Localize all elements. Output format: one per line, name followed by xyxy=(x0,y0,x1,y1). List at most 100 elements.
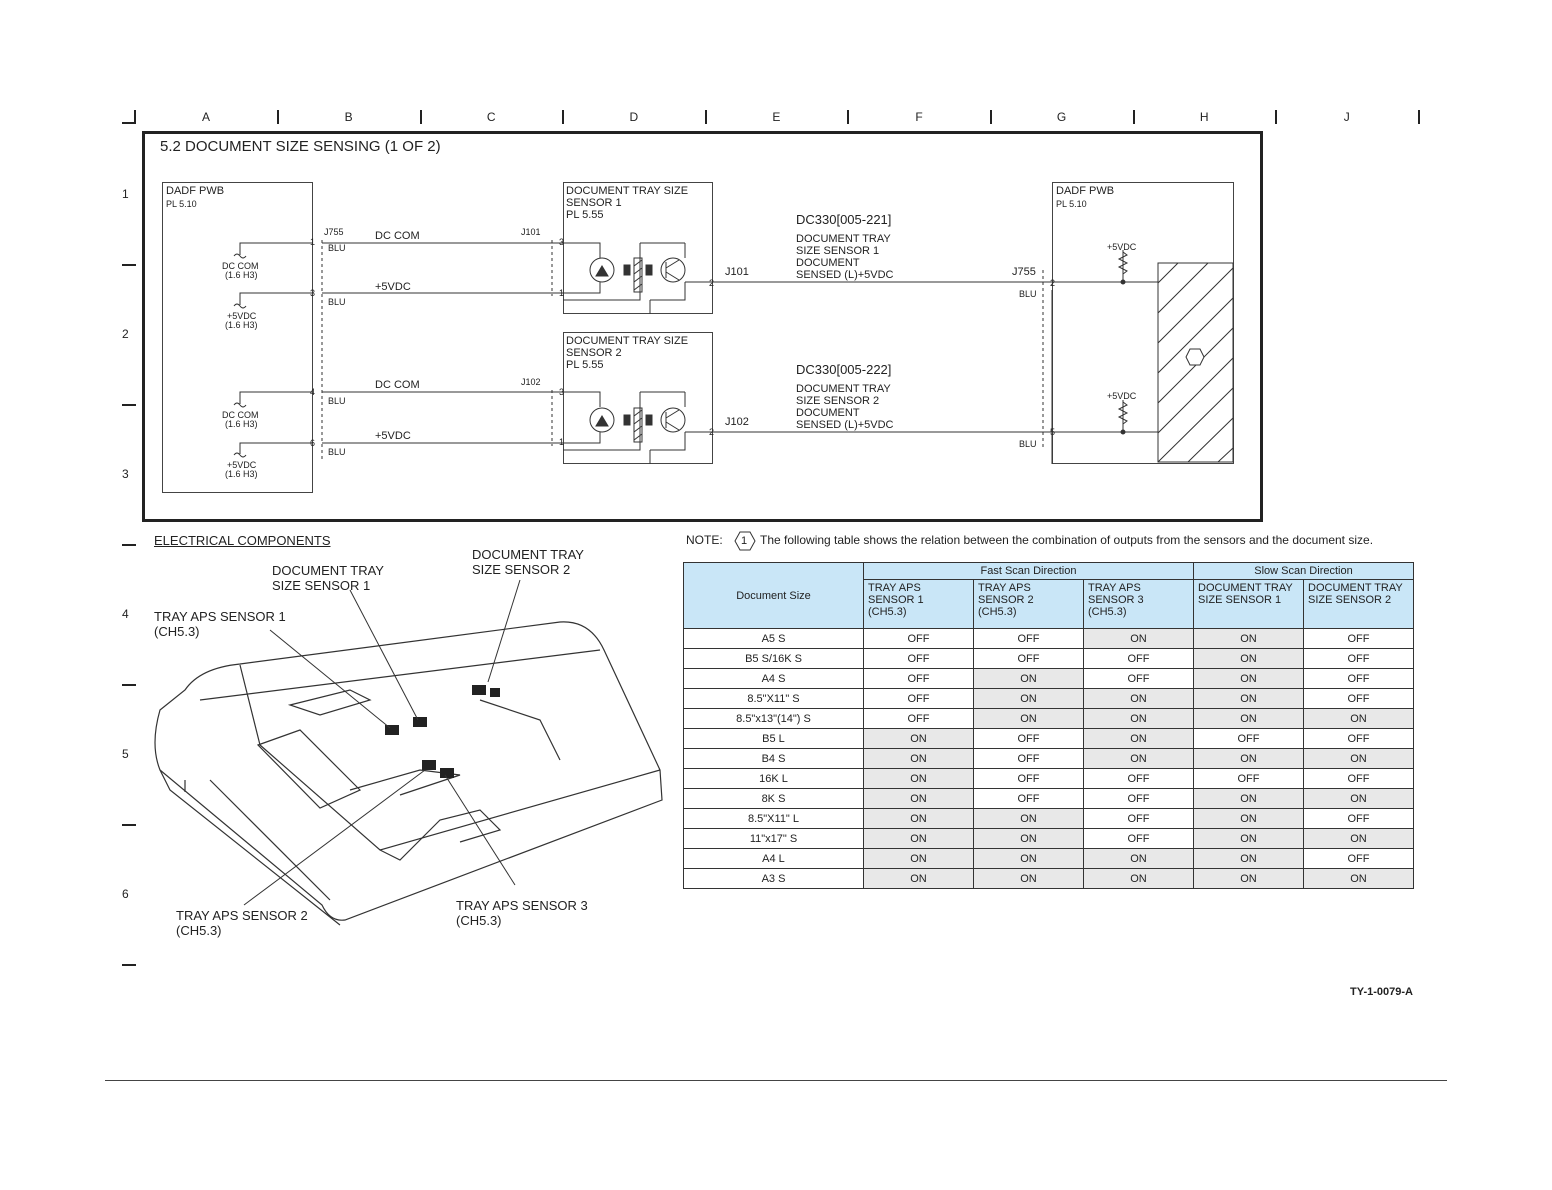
corner-mark-v xyxy=(134,110,136,124)
signal1-code: DC330[005-221] xyxy=(796,212,892,227)
signal1-l3: DOCUMENT xyxy=(796,257,860,269)
table-cell-size: 8.5"x13"(14") S xyxy=(683,708,864,729)
left-dccom-1-ref: (1.6 H3) xyxy=(225,270,258,280)
grid-col-tick xyxy=(277,110,279,124)
signal2-code: DC330[005-222] xyxy=(796,362,892,377)
grid-row-1: 1 xyxy=(122,187,129,201)
col-document-size: Document Size xyxy=(683,562,864,629)
sensor1-name-l1: DOCUMENT TRAY SIZE xyxy=(566,185,689,197)
signal2-l3: DOCUMENT xyxy=(796,407,860,419)
right-connector: J755 xyxy=(1012,266,1036,278)
col-header-0: TRAY APS SENSOR 1(CH5.3) xyxy=(863,579,974,629)
table-cell-state: ON xyxy=(863,768,974,789)
j102-out: J102 xyxy=(725,416,749,428)
table-cell-state: ON xyxy=(1083,868,1194,889)
grid-col-G: G xyxy=(1056,110,1067,124)
sensor1-box xyxy=(563,182,713,314)
table-cell-state: OFF xyxy=(1193,728,1304,749)
signal2-l4: SENSED (L)+5VDC xyxy=(796,419,894,431)
table-cell-size: 8.5"X11" S xyxy=(683,688,864,709)
note-label: NOTE: xyxy=(686,533,723,547)
table-cell-state: ON xyxy=(973,848,1084,869)
group-fast-scan: Fast Scan Direction xyxy=(863,562,1194,580)
table-cell-state: ON xyxy=(1193,648,1304,669)
grid-col-D: D xyxy=(629,110,639,124)
grid-row-3: 3 xyxy=(122,467,129,481)
callout-tray-sensor1: DOCUMENT TRAY SIZE SENSOR 1 xyxy=(272,563,384,593)
sensor2-name-l2: SENSOR 2 xyxy=(566,347,622,359)
right-pwb-ref: PL 5.10 xyxy=(1056,199,1087,209)
table-cell-state: ON xyxy=(1193,848,1304,869)
document-size-table: Document Size Fast Scan Direction Slow S… xyxy=(683,562,1414,889)
left-dccom-2: DC COM xyxy=(222,410,259,420)
note-text: The following table shows the relation b… xyxy=(760,533,1374,547)
table-cell-state: OFF xyxy=(1303,768,1414,789)
electrical-components-title: ELECTRICAL COMPONENTS xyxy=(154,533,331,548)
grid-col-H: H xyxy=(1199,110,1209,124)
table-cell-state: OFF xyxy=(1303,728,1414,749)
corner-mark xyxy=(122,122,136,124)
signal2-l1: DOCUMENT TRAY xyxy=(796,383,891,395)
table-cell-state: OFF xyxy=(1083,668,1194,689)
table-cell-state: OFF xyxy=(863,628,974,649)
grid-row-tick xyxy=(122,264,136,266)
table-cell-state: ON xyxy=(1193,868,1304,889)
callout-aps2-l2: (CH5.3) xyxy=(176,923,222,938)
table-cell-state: ON xyxy=(1083,708,1194,729)
blu-4: BLU xyxy=(328,396,346,406)
table-cell-state: ON xyxy=(1303,828,1414,849)
grid-row-tick xyxy=(122,544,136,546)
callout-aps1-l1: TRAY APS SENSOR 1 xyxy=(154,609,286,624)
table-cell-state: OFF xyxy=(1083,828,1194,849)
table-cell-state: ON xyxy=(863,848,974,869)
table-cell-state: ON xyxy=(863,728,974,749)
table-cell-size: 8.5"X11" L xyxy=(683,808,864,829)
figure-code: TY-1-0079-A xyxy=(1350,986,1413,998)
grid-row-tick xyxy=(122,824,136,826)
grid-row-tick xyxy=(122,964,136,966)
callout-tray-sensor1-l1: DOCUMENT TRAY xyxy=(272,563,384,578)
table-cell-size: A4 S xyxy=(683,668,864,689)
table-cell-state: OFF xyxy=(973,768,1084,789)
grid-col-tick xyxy=(1132,110,1135,124)
table-cell-state: ON xyxy=(973,808,1084,829)
j101-out: J101 xyxy=(725,266,749,278)
table-cell-state: ON xyxy=(1193,788,1304,809)
table-cell-state: ON xyxy=(1083,848,1194,869)
table-cell-size: B5 S/16K S xyxy=(683,648,864,669)
grid-col-E: E xyxy=(772,110,781,124)
table-cell-state: ON xyxy=(973,708,1084,729)
page-title: 5.2 DOCUMENT SIZE SENSING (1 OF 2) xyxy=(160,138,441,155)
s1-pin3: 3 xyxy=(559,237,565,247)
pin-1: 1 xyxy=(310,237,316,247)
callout-aps2: TRAY APS SENSOR 2 (CH5.3) xyxy=(176,908,308,938)
table-cell-state: ON xyxy=(1193,668,1304,689)
table-cell-state: OFF xyxy=(1083,808,1194,829)
table-cell-state: OFF xyxy=(973,728,1084,749)
table-cell-state: ON xyxy=(1303,868,1414,889)
table-cell-state: OFF xyxy=(973,628,1084,649)
table-cell-size: B5 L xyxy=(683,728,864,749)
right-vcc-2: +5VDC xyxy=(1107,391,1137,401)
grid-col-A: A xyxy=(201,110,210,124)
table-cell-state: OFF xyxy=(1083,788,1194,809)
pin-6: 6 xyxy=(310,438,316,448)
table-cell-size: 11"x17" S xyxy=(683,828,864,849)
table-cell-state: OFF xyxy=(1083,648,1194,669)
callout-tray-sensor2-l1: DOCUMENT TRAY xyxy=(472,547,584,562)
table-cell-state: ON xyxy=(1083,728,1194,749)
table-cell-size: A4 L xyxy=(683,848,864,869)
sensor2-box xyxy=(563,332,713,464)
left-dccom-1: DC COM xyxy=(222,261,259,271)
grid-col-tick xyxy=(704,110,707,124)
grid-col-B: B xyxy=(344,110,353,124)
grid-col-tick xyxy=(419,110,422,124)
grid-col-J: J xyxy=(1343,110,1350,124)
